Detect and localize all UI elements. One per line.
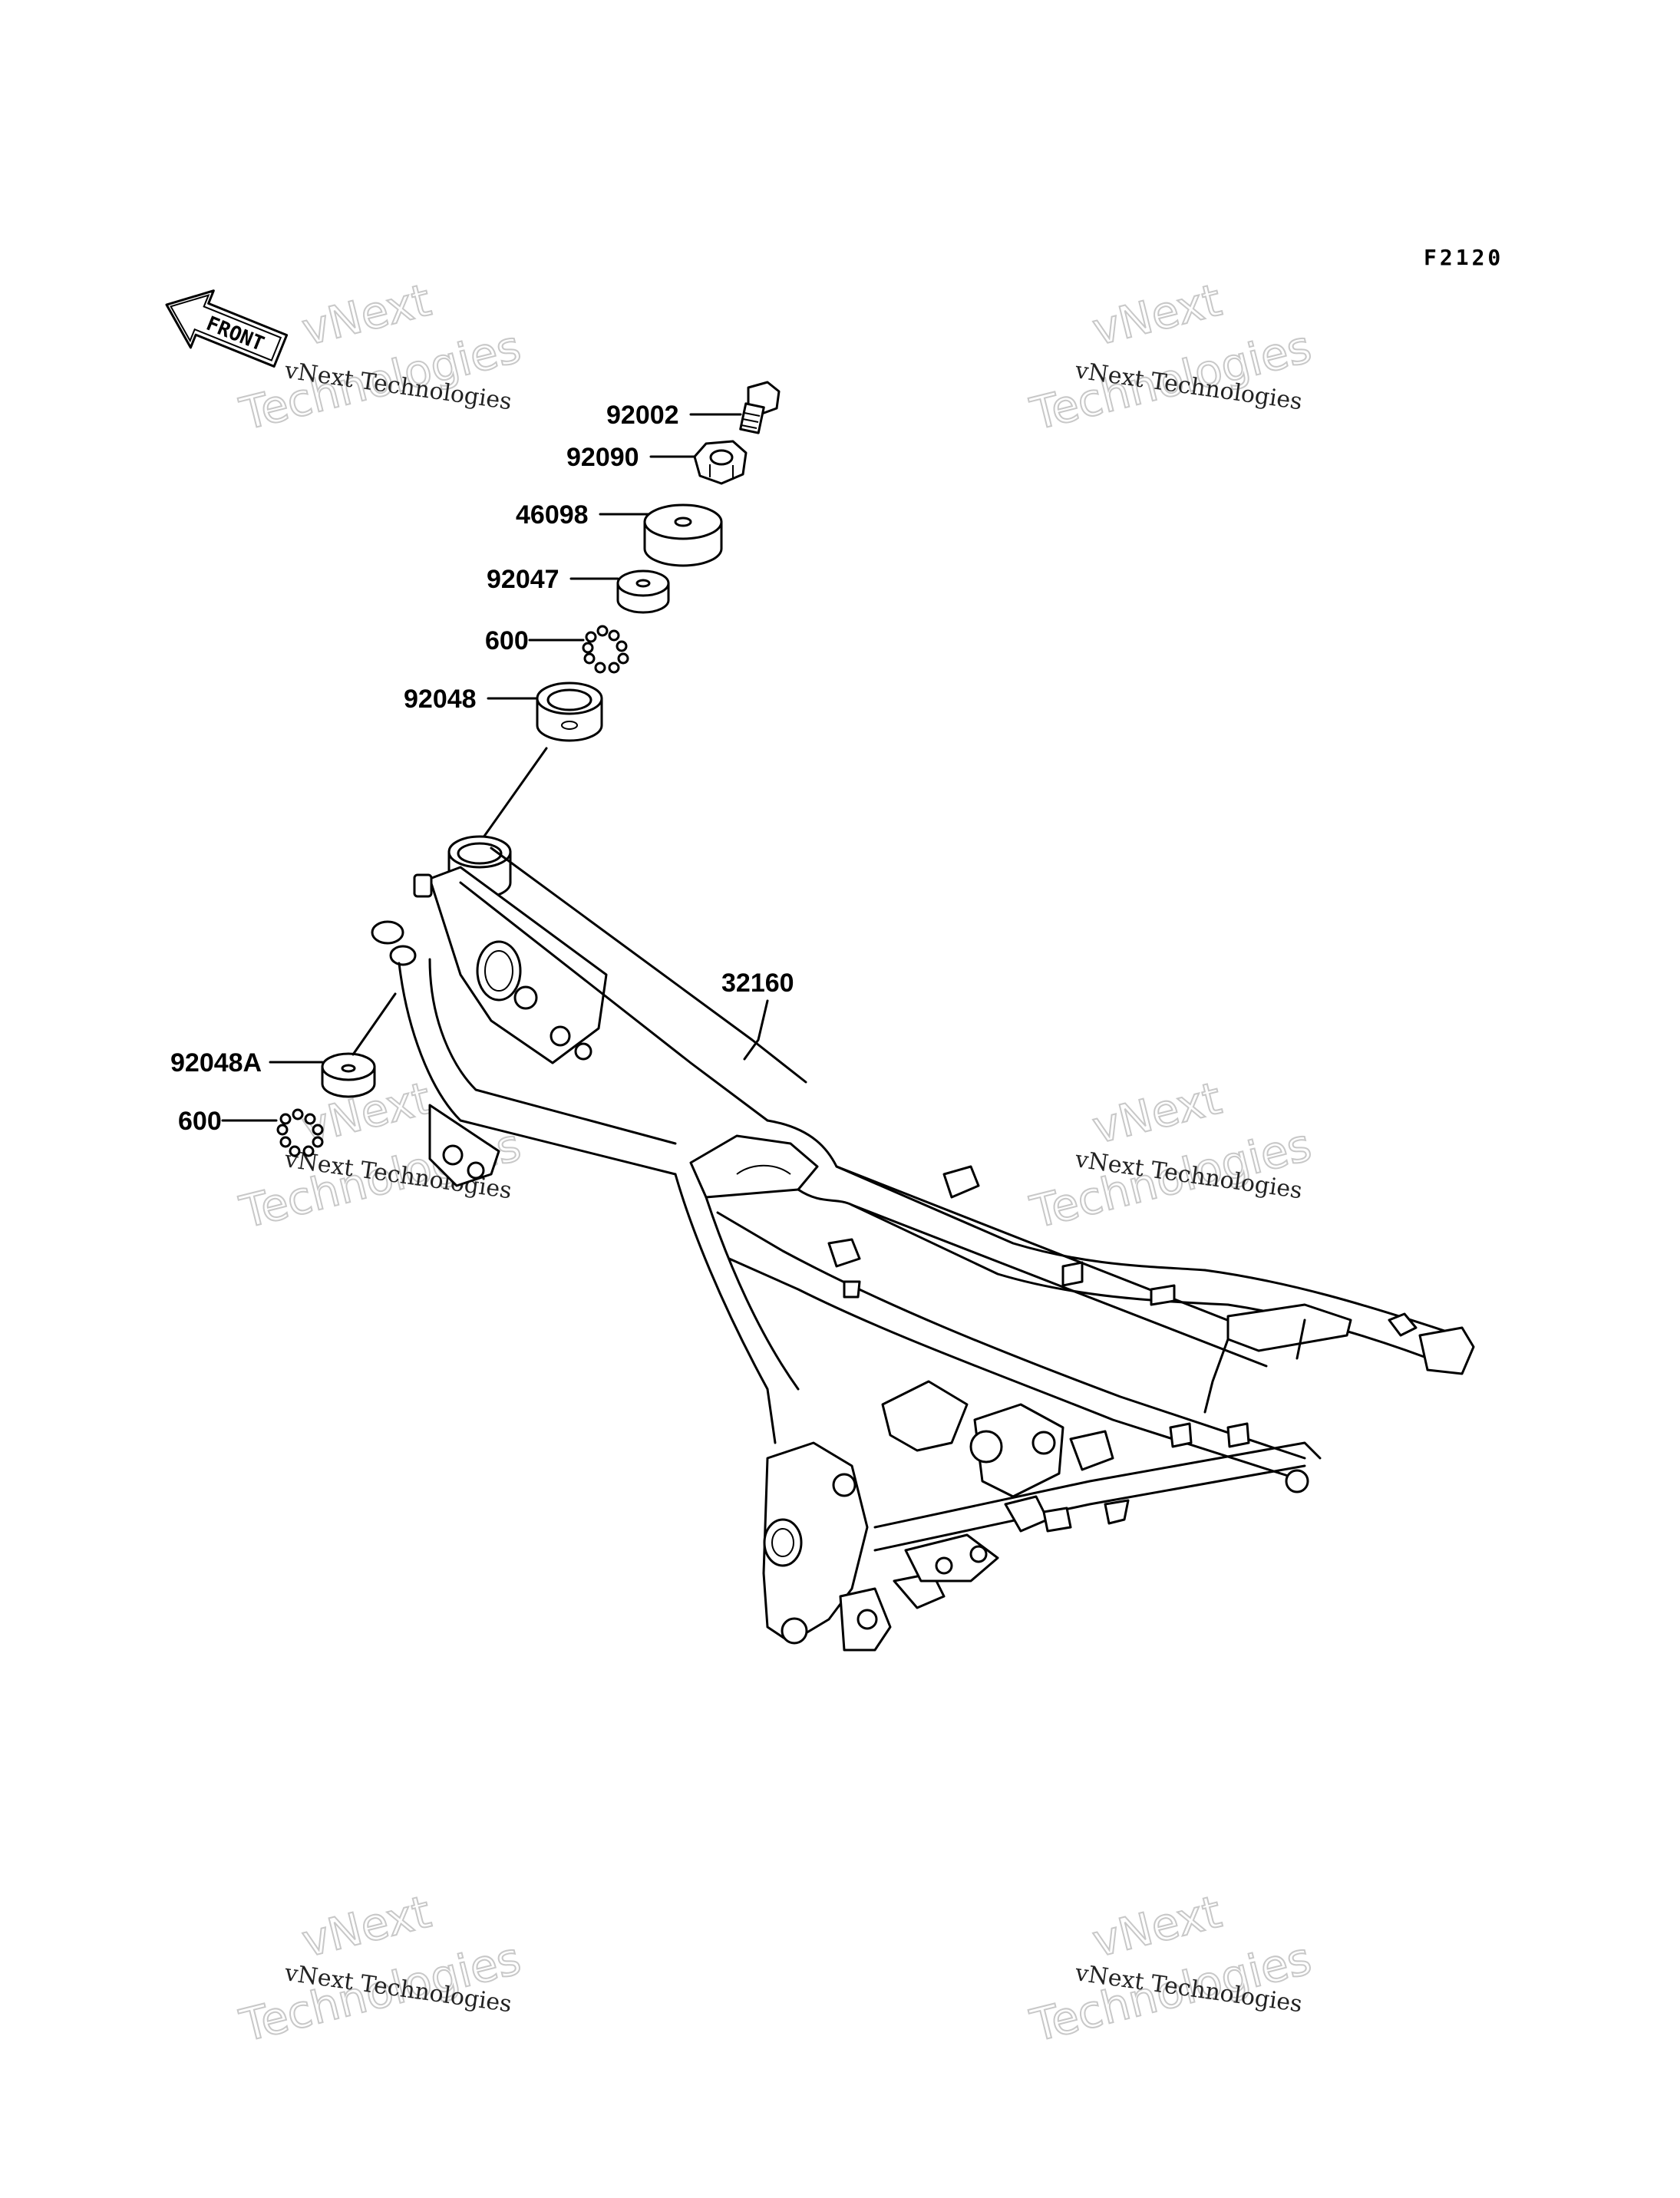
watermark-mid-right: vNext Technologies vNext Technologies xyxy=(1025,1071,1317,1239)
svg-text:92048A: 92048A xyxy=(170,1048,262,1078)
svg-text:92048: 92048 xyxy=(404,685,477,714)
callout-92002[interactable]: 92002 xyxy=(606,401,742,430)
frame-icon[interactable] xyxy=(371,835,1475,1652)
svg-text:92047: 92047 xyxy=(487,565,559,594)
svg-text:vNext: vNext xyxy=(1088,1886,1226,1968)
svg-text:92002: 92002 xyxy=(606,401,679,430)
steel-balls-icon[interactable] xyxy=(276,1108,324,1157)
watermark-bottom-right: vNext Technologies vNext Technologies xyxy=(1025,1885,1317,2053)
callout-92048A[interactable]: 92048A xyxy=(170,1048,324,1078)
bushing-icon[interactable] xyxy=(643,503,723,567)
callout-92047[interactable]: 92047 xyxy=(487,565,619,594)
nut-icon[interactable] xyxy=(693,440,748,485)
steel-balls-icon[interactable] xyxy=(582,625,629,674)
svg-text:46098: 46098 xyxy=(516,500,589,530)
svg-text:vNext: vNext xyxy=(297,274,436,356)
front-arrow-icon: FRONT xyxy=(165,289,289,368)
svg-text:vNext: vNext xyxy=(1088,274,1226,356)
svg-text:600: 600 xyxy=(178,1107,222,1136)
bolt-icon[interactable] xyxy=(739,381,781,434)
callout-600-upper[interactable]: 600 xyxy=(485,626,585,655)
watermark-top-right: vNext Technologies vNext Technologies xyxy=(1025,273,1317,441)
callout-92090[interactable]: 92090 xyxy=(566,443,704,472)
callout-600-lower[interactable]: 600 xyxy=(178,1107,278,1136)
callout-32160[interactable]: 32160 xyxy=(721,969,794,1061)
figure-code: F2120 xyxy=(1424,245,1503,270)
callout-46098[interactable]: 46098 xyxy=(516,500,658,530)
svg-text:600: 600 xyxy=(485,626,529,655)
svg-text:32160: 32160 xyxy=(721,969,794,998)
watermark-bottom-left: vNext Technologies vNext Technologies xyxy=(234,1885,526,2053)
callout-92048[interactable]: 92048 xyxy=(404,685,539,714)
race-icon[interactable] xyxy=(536,682,603,742)
svg-text:92090: 92090 xyxy=(566,443,639,472)
svg-text:vNext: vNext xyxy=(1088,1072,1226,1154)
race-icon[interactable] xyxy=(321,1052,376,1098)
svg-text:vNext: vNext xyxy=(297,1886,436,1968)
collar-icon[interactable] xyxy=(616,569,670,614)
